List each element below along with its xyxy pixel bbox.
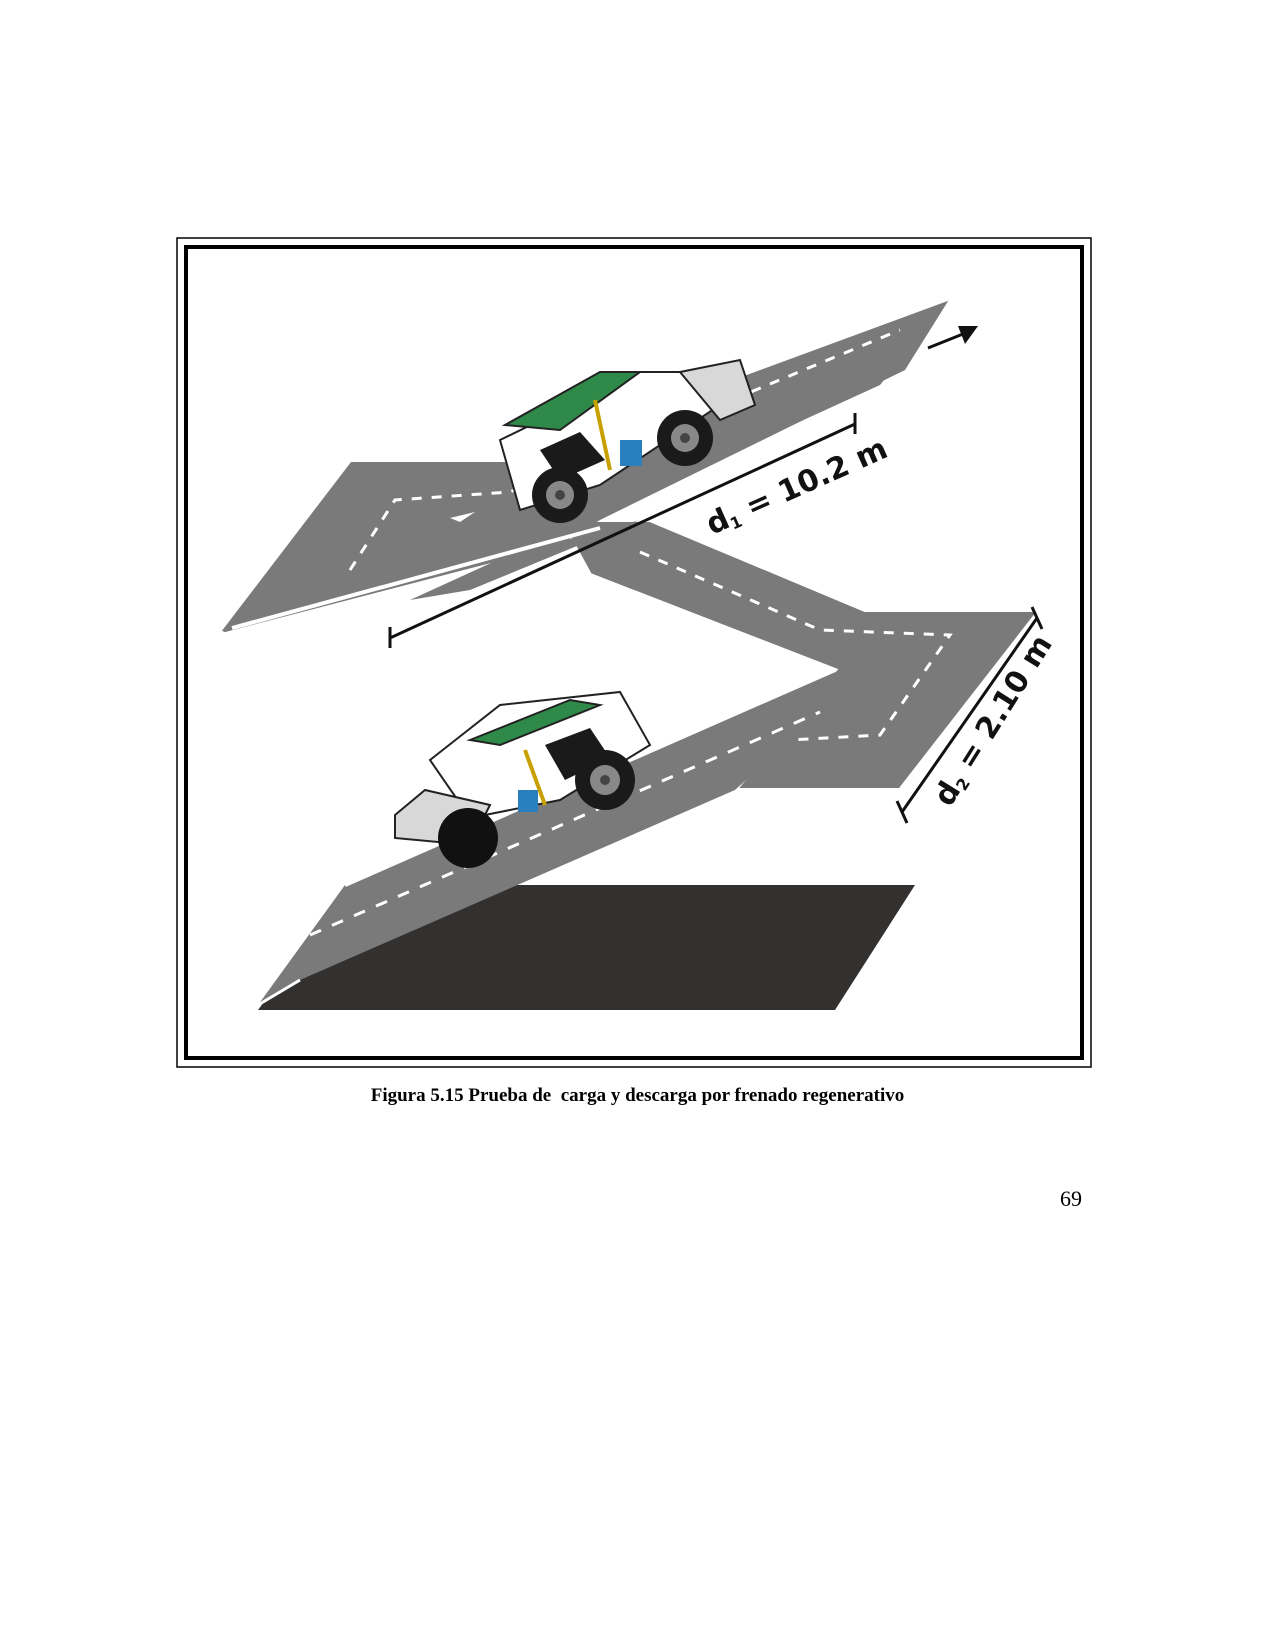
page-number: 69 [1060,1186,1082,1212]
figure-caption: Figura 5.15 Prueba de carga y descarga p… [0,1085,1275,1107]
figure-illustration: d1 = 10.2 m d2 = 2.10 m [176,237,1092,1068]
ramp-track-diagram: d1 = 10.2 m d2 = 2.10 m [176,237,1092,1068]
